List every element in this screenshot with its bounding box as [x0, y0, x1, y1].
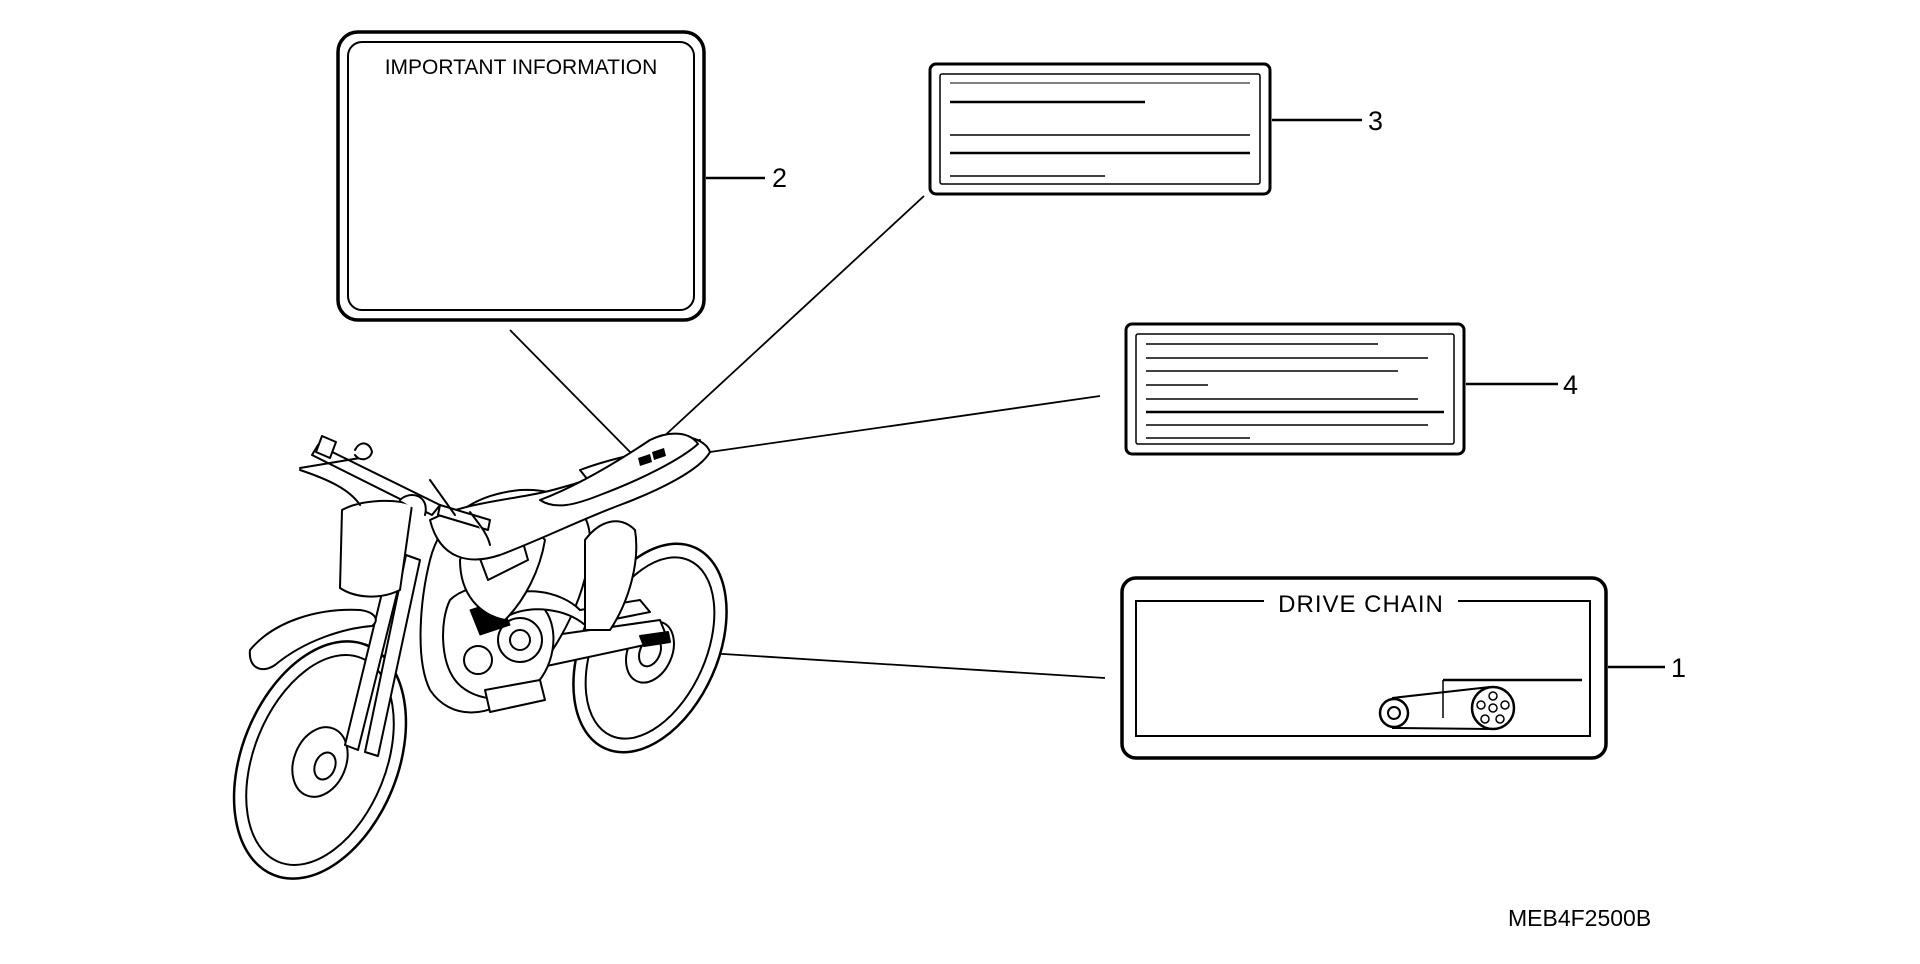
- drive-chain-heading: DRIVE CHAIN: [1278, 591, 1444, 618]
- pointer-line-2: [509, 329, 634, 456]
- pointer-line-1: [659, 649, 1106, 679]
- callout-number-2: 2: [772, 163, 787, 193]
- label-4: [1124, 322, 1466, 456]
- drive-chain-label: DRIVE CHAIN: [1120, 576, 1608, 760]
- label-position-markers: [638, 448, 669, 644]
- diagram-code: MEB4F2500B: [1508, 905, 1651, 931]
- label-3: [928, 62, 1272, 196]
- callout-number-1: 1: [1671, 653, 1686, 683]
- label-4-text-lines: [1146, 343, 1444, 439]
- motorcycle-icon: [232, 432, 728, 880]
- important-information-label: IMPORTANT INFORMATION: [336, 30, 706, 322]
- pointer-line-4: [667, 395, 1101, 459]
- callout-number-3: 3: [1368, 106, 1383, 136]
- important-information-heading: IMPORTANT INFORMATION: [385, 56, 658, 79]
- callout-number-4: 4: [1563, 370, 1578, 400]
- pointer-line-3: [659, 195, 925, 441]
- label-3-text-lines: [950, 82, 1250, 177]
- chain-icon: [1378, 678, 1582, 731]
- pointer-lines: [509, 195, 1106, 679]
